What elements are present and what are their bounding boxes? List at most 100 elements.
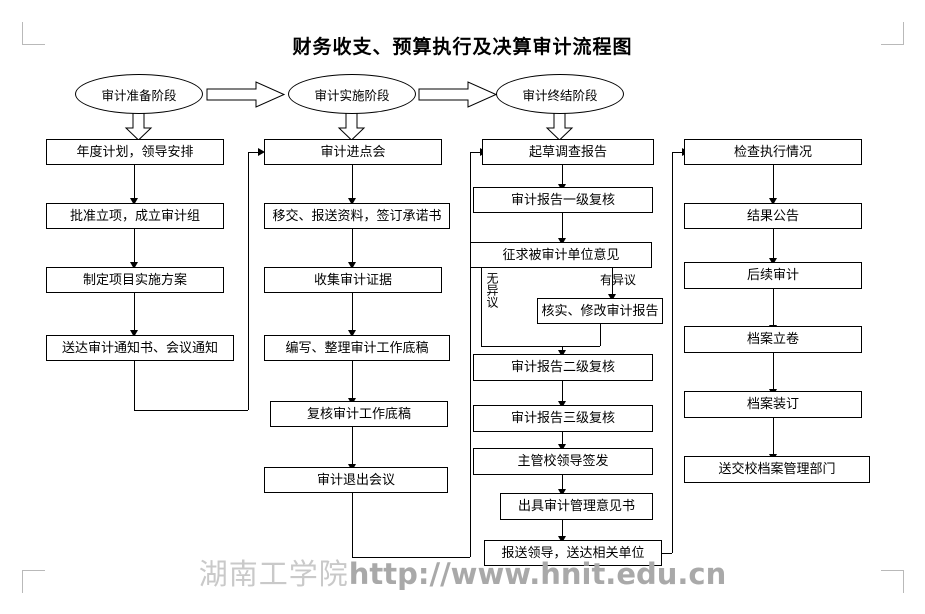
arrowhead-right [258,148,265,156]
page-title: 财务收支、预算执行及决算审计流程图 [292,36,633,58]
arrowhead-down [130,198,138,205]
edge-col2-to-col3-vertical [470,152,471,557]
node-followup-audit: 后续审计 [684,262,862,289]
node-entry-meeting: 审计进点会 [264,139,442,165]
phase-label: 审计准备阶段 [101,87,177,103]
edge-first-review-to-solicit [562,213,563,240]
node-label: 征求被审计单位意见 [502,247,620,263]
node-label: 送达审计通知书、会议通知 [61,340,218,356]
node-archive-filing: 档案立卷 [684,326,862,353]
edge-col3-to-col4-vertical [672,152,673,553]
arrowhead-down [558,489,566,496]
node-deliver-notice: 送达审计通知书、会议通知 [46,335,234,361]
edge-col1-exit-down [134,361,135,410]
block-arrow-down-prepare [124,112,153,141]
node-label: 起草调查报告 [528,144,607,160]
node-second-review: 审计报告二级复核 [473,354,653,381]
arrowhead-down [558,350,566,357]
arrowhead-down [558,444,566,451]
node-implementation-plan: 制定项目实施方案 [46,267,224,293]
node-label: 档案装订 [746,397,799,412]
arrowhead-down [608,294,616,301]
edge-annual-to-approve [134,165,135,200]
crop-mark-top-right [881,22,904,45]
edge-col2-to-col3-entry [470,152,482,153]
node-annual-plan: 年度计划，领导安排 [46,139,224,165]
node-label: 检查执行情况 [733,144,812,160]
block-arrow-implement-to-conclude [418,81,498,108]
edge-verify-down [600,324,601,346]
edge-binding-to-submit [773,418,774,456]
edge-announcement-to-followup [773,229,774,260]
node-label: 档案立卷 [746,332,799,347]
edge-col2-to-col3-horizontal [352,557,470,558]
node-label: 送交校档案管理部门 [718,462,836,477]
watermark-institution: 湖南工学院 [198,557,349,591]
node-leader-signoff: 主管校领导签发 [473,448,653,475]
node-verify-revise: 核实、修改审计报告 [537,298,663,324]
node-exit-meeting: 审计退出会议 [264,467,448,493]
phase-label: 审计终结阶段 [522,87,598,103]
edge-no-objection-vertical [481,268,482,346]
edge-col1-to-col2-horizontal [134,410,248,411]
edge-label-no-objection: 无异议 [485,272,499,308]
edge-label-has-objection: 有异议 [600,273,637,287]
node-label: 年度计划，领导安排 [76,144,194,160]
arrowhead-down [348,262,356,269]
node-third-review: 审计报告三级复核 [473,405,653,432]
edge-review-to-exit [352,427,353,466]
edge-col3-to-col4-horizontal [662,553,672,554]
node-label: 审计报告三级复核 [510,411,615,426]
node-approve-project: 批准立项，成立审计组 [46,203,224,229]
node-solicit-opinion: 征求被审计单位意见 [470,242,652,268]
arrowhead-down [348,330,356,337]
edge-draft-to-first-review [562,165,563,186]
edge-has-objection [612,268,613,296]
edge-entry-to-handover [352,165,353,200]
edge-col3-to-col4-entry [672,152,684,153]
node-label: 制定项目实施方案 [82,272,187,288]
node-label: 结果公告 [746,208,799,224]
node-label: 审计报告二级复核 [510,360,615,375]
edge-verify-join-horizontal [562,346,600,347]
edge-third-review-to-signoff [562,432,563,446]
crop-mark-bottom-right [881,570,904,593]
arrowhead-down [558,536,566,543]
edge-plan-to-notice [134,293,135,332]
arrowhead-down [130,262,138,269]
node-result-announcement: 结果公告 [684,203,862,229]
node-check-execution: 检查执行情况 [684,139,862,165]
node-label: 收集审计证据 [313,272,392,288]
node-draft-report: 起草调查报告 [482,139,654,165]
phase-oval-implement: 审计实施阶段 [288,74,416,114]
arrowhead-down [769,258,777,265]
crop-mark-top-left [22,22,45,45]
arrowhead-down [558,401,566,408]
edge-approve-to-plan [134,229,135,264]
edge-check-to-announcement [773,165,774,200]
node-issue-opinion-letter: 出具审计管理意见书 [500,493,653,520]
node-label: 审计退出会议 [316,472,395,488]
edge-col1-to-col2-entry [248,152,260,153]
phase-label: 审计实施阶段 [314,87,390,103]
edge-col1-to-col2-vertical [248,152,249,410]
edge-followup-to-filing [773,289,774,327]
node-review-workpapers: 复核审计工作底稿 [270,401,448,427]
phase-oval-prepare: 审计准备阶段 [75,74,203,114]
node-label: 报送领导，送达相关单位 [501,545,645,561]
node-label: 后续审计 [746,268,799,283]
node-label: 主管校领导签发 [517,454,609,469]
node-label: 移交、报送资料，签订承诺书 [272,208,442,224]
node-label: 审计报告一级复核 [510,192,615,208]
node-label: 出具审计管理意见书 [517,499,635,514]
edge-col2-exit-down [352,493,353,557]
arrowhead-down [769,198,777,205]
edge-compile-to-review [352,361,353,400]
node-archive-binding: 档案装订 [684,391,862,418]
node-report-to-leaders: 报送领导，送达相关单位 [484,540,662,566]
edge-evidence-to-workpapers [352,293,353,332]
edge-filing-to-binding [773,353,774,391]
edge-second-to-third-review [562,381,563,403]
edge-signoff-to-opinion-letter [562,475,563,491]
